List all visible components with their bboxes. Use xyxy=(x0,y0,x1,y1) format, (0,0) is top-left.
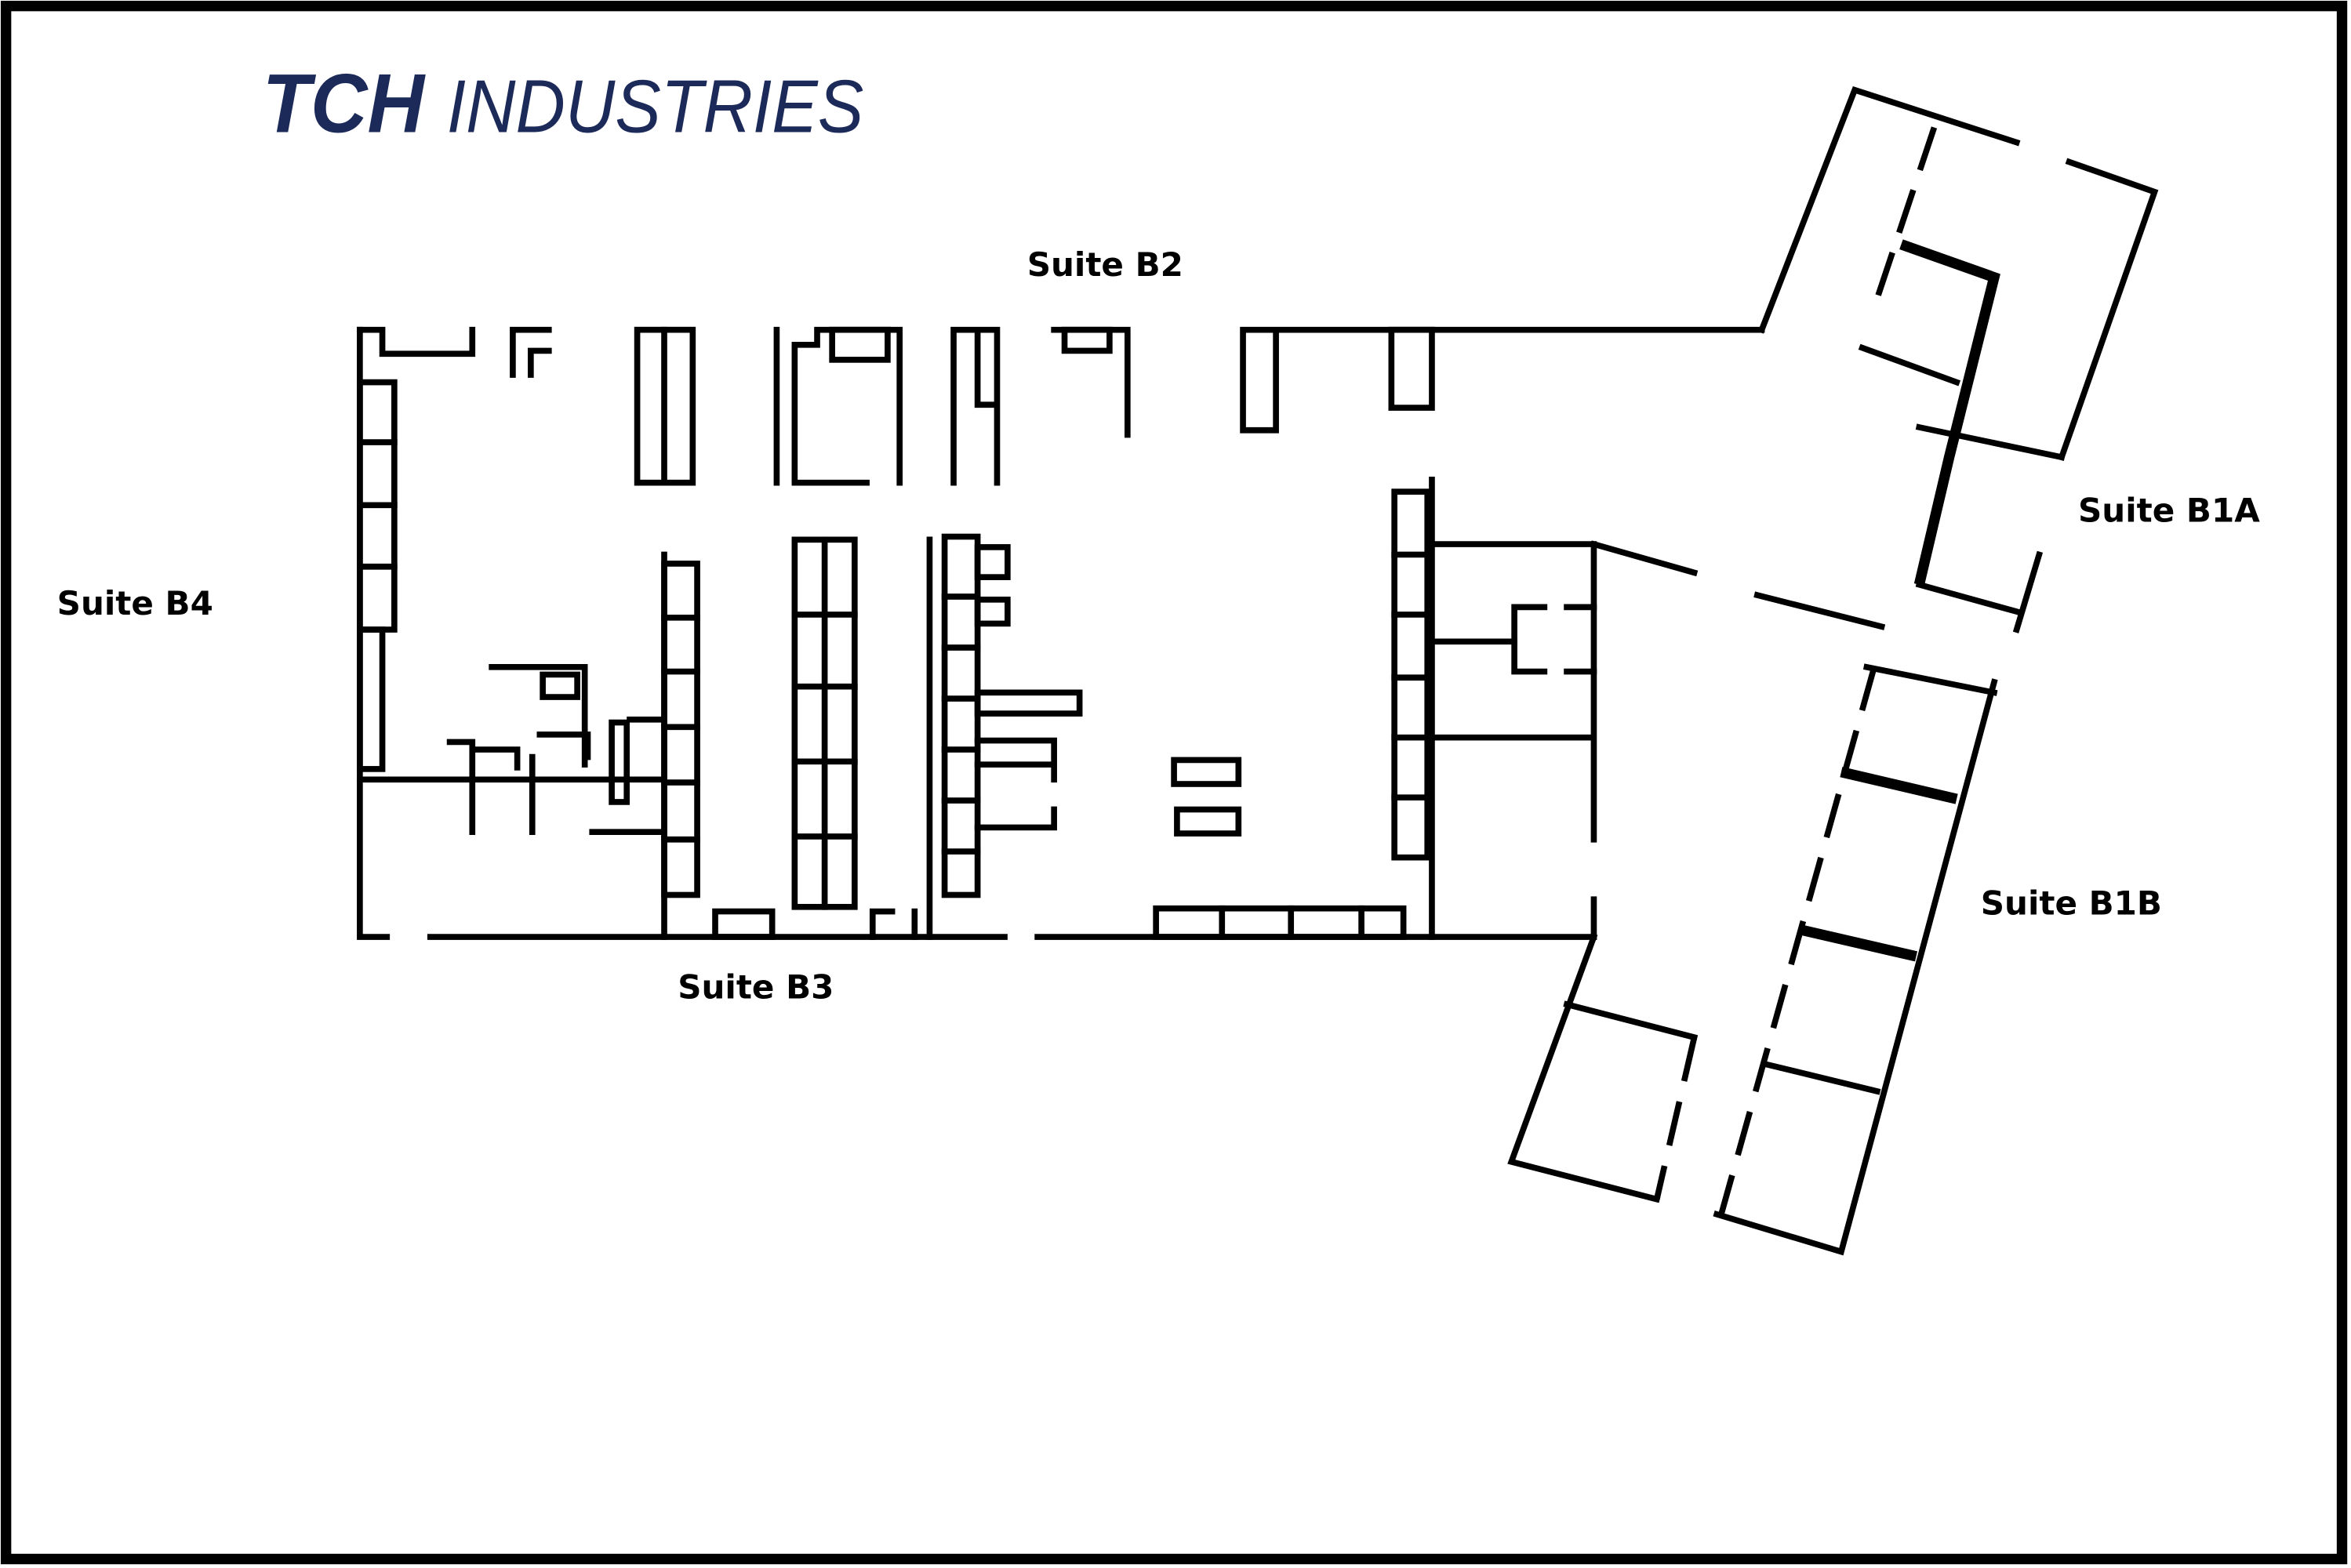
label-suite-b1a: Suite B1A xyxy=(2078,491,2260,529)
svg-text:INDUSTRIES: INDUSTRIES xyxy=(447,64,864,148)
label-suite-b3: Suite B3 xyxy=(678,967,834,1006)
label-suite-b2: Suite B2 xyxy=(1027,245,1183,284)
company-logo: TCH INDUSTRIES xyxy=(263,56,864,150)
label-suite-b1b: Suite B1B xyxy=(1981,884,2162,922)
label-suite-b4: Suite B4 xyxy=(57,584,213,622)
main-building-walls xyxy=(357,326,1886,940)
east-wing-walls xyxy=(1507,85,2159,1256)
svg-text:TCH: TCH xyxy=(263,56,427,150)
